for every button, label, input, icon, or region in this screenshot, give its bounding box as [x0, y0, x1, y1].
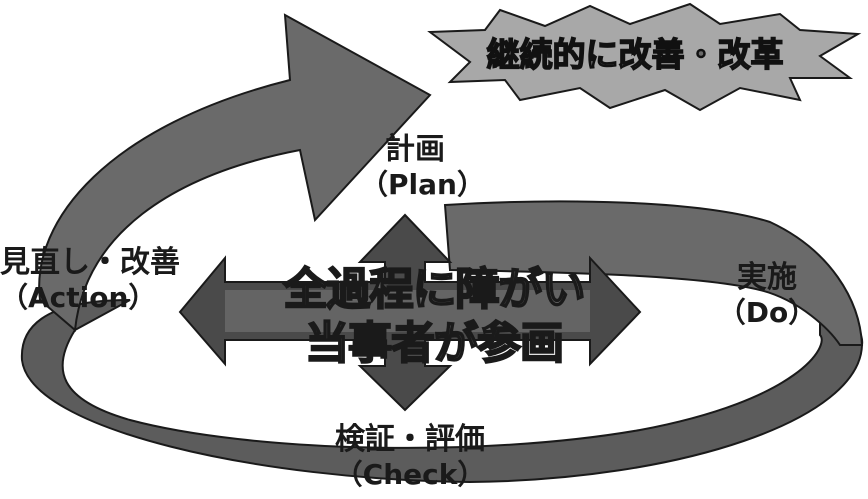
center-line-2: 当事者が参画	[304, 318, 565, 369]
stage-do-en: （Do）	[717, 296, 817, 329]
center-line-1: 全過程に障がい	[283, 264, 587, 315]
burst-shape	[427, 2, 862, 112]
stage-action: 見直し・改善 （Action）	[0, 248, 210, 312]
center-bar-highlight	[225, 290, 590, 332]
stage-action-en: （Action）	[0, 281, 157, 314]
stage-check: 検証・評価 （Check）	[305, 425, 515, 489]
stage-plan: 計画 （Plan）	[360, 132, 485, 201]
stage-action-jp: 見直し・改善	[0, 245, 180, 280]
stage-do: 実施 （Do）	[712, 263, 822, 327]
stage-check-jp: 検証・評価	[335, 422, 485, 457]
cycle-right-band	[443, 200, 864, 346]
stage-check-en: （Check）	[334, 458, 486, 491]
stage-do-jp: 実施	[737, 260, 797, 295]
stage-plan-en: （Plan）	[360, 168, 485, 201]
stage-plan-jp: 計画	[385, 132, 445, 167]
cycle-left-band	[38, 13, 432, 332]
burst-label: 継続的に改善・改革	[486, 35, 785, 74]
